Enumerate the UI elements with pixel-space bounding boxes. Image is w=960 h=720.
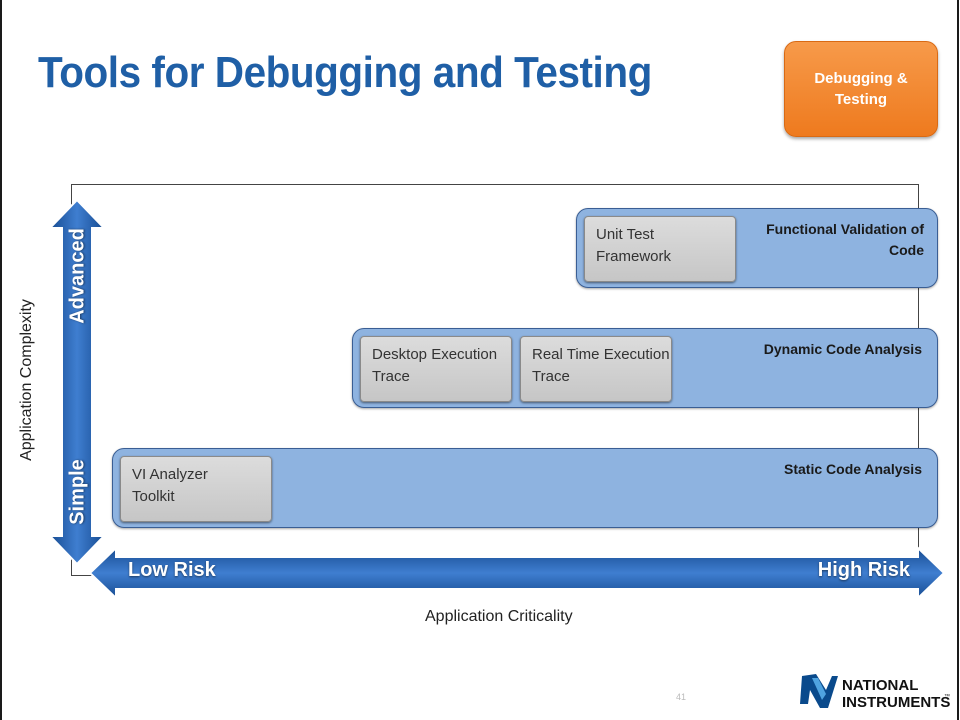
y-axis-low-label: Simple xyxy=(66,459,89,525)
tool-vi-analyzer-toolkit: VI Analyzer Toolkit xyxy=(120,456,272,522)
x-axis-high-label: High Risk xyxy=(817,559,910,581)
tool-unit-test-framework: Unit Test Framework xyxy=(584,216,736,282)
tool-real-time-execution-trace: Real Time Execution Trace xyxy=(520,336,672,402)
complexity-arrow xyxy=(47,198,107,566)
tool-desktop-execution-trace: Desktop Execution Trace xyxy=(360,336,512,402)
section-badge: Debugging & Testing xyxy=(784,41,938,137)
y-axis-label: Application Complexity xyxy=(18,299,35,461)
x-axis-low-label: Low Risk xyxy=(128,559,216,581)
section-badge-label: Debugging & Testing xyxy=(814,70,908,108)
criticality-arrow xyxy=(88,545,946,601)
band-label-functional-validation: Functional Validation of Code xyxy=(766,221,924,258)
band-label-static-code-analysis: Static Code Analysis xyxy=(784,461,922,477)
x-axis-label: Application Criticality xyxy=(425,608,573,625)
slide-border-right xyxy=(957,0,959,720)
band-label-dynamic-code-analysis: Dynamic Code Analysis xyxy=(763,341,922,357)
y-axis-high-label: Advanced xyxy=(66,228,89,324)
national-instruments-logo: NATIONAL INSTRUMENTS ™ xyxy=(800,674,950,711)
slide-border-left xyxy=(0,0,2,720)
svg-text:INSTRUMENTS: INSTRUMENTS xyxy=(842,694,950,711)
svg-text:™: ™ xyxy=(944,693,950,700)
page-number: 41 xyxy=(676,692,687,702)
slide-title: Tools for Debugging and Testing xyxy=(38,48,652,97)
svg-text:NATIONAL: NATIONAL xyxy=(842,677,918,694)
